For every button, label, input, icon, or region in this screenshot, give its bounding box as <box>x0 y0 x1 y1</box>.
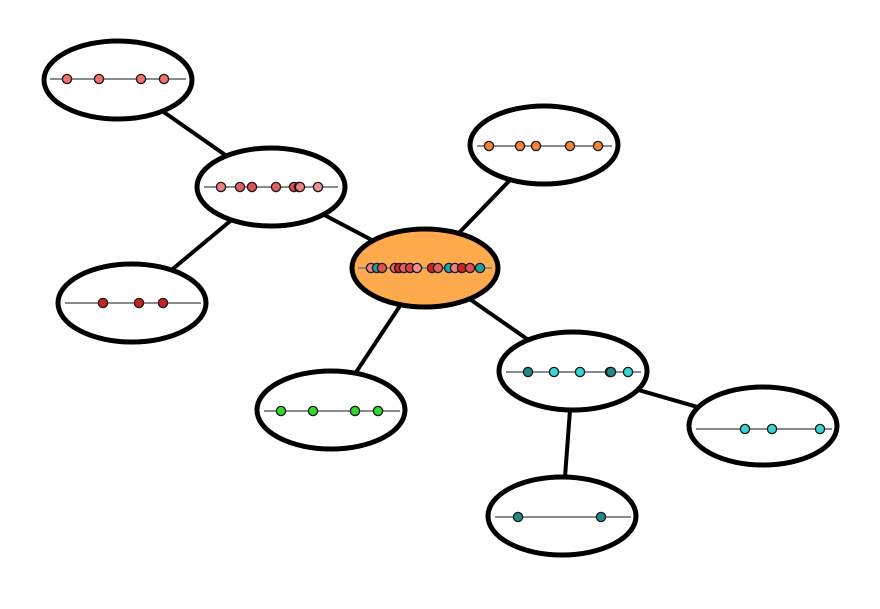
data-point-pink-parent-7 <box>312 181 324 193</box>
node-cyan-leaf <box>686 384 840 468</box>
data-point-cyan-leaf-1 <box>739 423 751 435</box>
edges-layer <box>161 109 699 478</box>
data-point-cyan-leaf-2 <box>766 423 778 435</box>
node-green-leaf <box>254 368 408 452</box>
data-point-root-15 <box>474 262 486 274</box>
node-pink-parent <box>194 145 348 229</box>
nodes-layer <box>41 38 840 558</box>
edge-teal-parent-to-dark-teal-leaf <box>563 409 572 478</box>
data-point-pink-top-leaf-3 <box>135 73 147 85</box>
data-point-orange-leaf-1 <box>483 140 495 152</box>
data-point-orange-leaf-3 <box>530 140 542 152</box>
edge-root-to-green-leaf <box>353 303 403 375</box>
edge-pink-parent-to-red-leaf <box>170 218 233 272</box>
data-point-green-leaf-2 <box>307 405 319 417</box>
data-point-teal-parent-6 <box>622 366 634 378</box>
data-point-dark-teal-leaf-2 <box>595 511 607 523</box>
node-pink-top-leaf <box>41 38 195 122</box>
edge-root-to-pink-parent <box>322 212 374 243</box>
node-teal-parent <box>496 329 650 413</box>
data-point-red-leaf-2 <box>133 297 145 309</box>
data-point-pink-top-leaf-2 <box>93 73 105 85</box>
node-orange-leaf <box>467 103 621 187</box>
data-point-red-leaf-1 <box>97 297 109 309</box>
node-root <box>349 226 501 310</box>
data-point-root-14 <box>464 262 476 274</box>
edge-teal-parent-to-cyan-leaf <box>637 387 699 410</box>
data-point-pink-top-leaf-1 <box>61 73 73 85</box>
data-point-cyan-leaf-3 <box>814 423 826 435</box>
data-point-dark-teal-leaf-1 <box>512 511 524 523</box>
data-point-green-leaf-4 <box>372 405 384 417</box>
data-point-orange-leaf-2 <box>514 140 526 152</box>
data-point-pink-parent-2 <box>234 181 246 193</box>
data-point-orange-leaf-5 <box>592 140 604 152</box>
data-point-teal-parent-2 <box>548 366 560 378</box>
data-point-root-8 <box>411 262 423 274</box>
data-point-teal-parent-3 <box>574 366 586 378</box>
data-point-red-leaf-3 <box>157 297 169 309</box>
data-point-root-10 <box>432 262 444 274</box>
node-dark-teal-leaf <box>485 474 639 558</box>
data-point-root-3 <box>376 262 388 274</box>
edge-root-to-orange-leaf <box>457 178 512 235</box>
data-point-green-leaf-3 <box>349 405 361 417</box>
node-red-leaf <box>55 261 209 345</box>
edge-root-to-teal-parent <box>468 297 530 342</box>
data-point-pink-parent-4 <box>270 181 282 193</box>
data-point-orange-leaf-4 <box>564 140 576 152</box>
data-point-pink-parent-8 <box>294 181 306 193</box>
data-point-teal-parent-1 <box>522 366 534 378</box>
node-ellipse-cyan-leaf <box>686 384 840 468</box>
edge-pink-parent-to-pink-top-leaf <box>161 109 228 158</box>
data-point-pink-parent-3 <box>246 181 258 193</box>
data-point-pink-top-leaf-4 <box>158 73 170 85</box>
data-point-pink-parent-1 <box>215 181 227 193</box>
data-point-green-leaf-1 <box>275 405 287 417</box>
data-point-teal-parent-5 <box>605 366 617 378</box>
